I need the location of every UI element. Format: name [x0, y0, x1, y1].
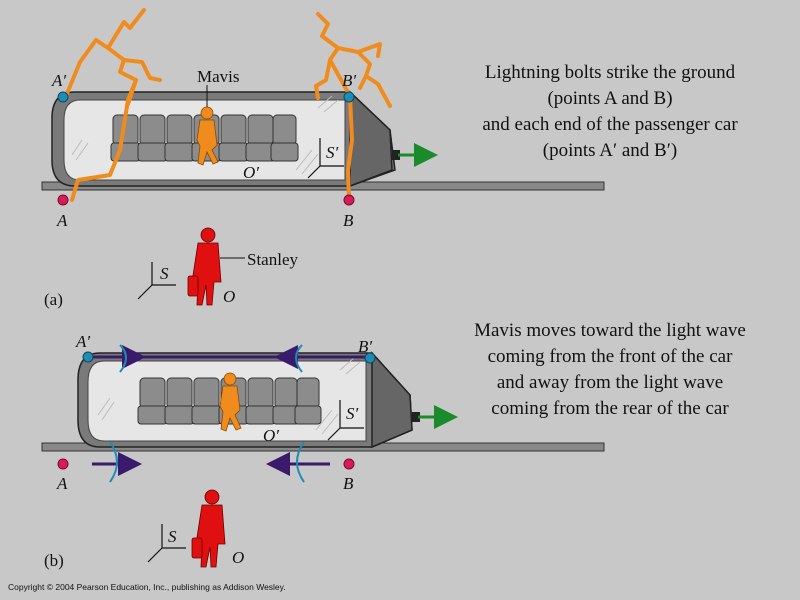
caption-a-line-1: Lightning bolts strike the ground [484, 62, 736, 83]
label-s-prime-a: S′ [326, 143, 339, 162]
label-o-b: O [232, 548, 244, 567]
label-a-b: A [56, 474, 68, 493]
point-b-prime-a [343, 91, 355, 103]
caption-a-line-3: and each end of the passenger car [482, 114, 738, 135]
label-o-a: O [223, 287, 235, 306]
wavefront-rear-ground [109, 441, 118, 483]
label-a-a: A [56, 211, 68, 230]
label-s-prime-b: S′ [346, 404, 359, 423]
caption-a: Lightning bolts strike the ground (point… [440, 60, 780, 164]
caption-b-line-3: and away from the light wave [496, 372, 724, 393]
label-a-prime-a: A′ [51, 71, 66, 90]
caption-b-line-4: coming from the rear of the car [491, 398, 729, 419]
panel-b: A′ B′ A B O′ S′ S O (b) [41, 332, 605, 570]
label-o-prime-b: O′ [263, 426, 279, 445]
wavefront-front-top [295, 344, 303, 373]
panel-a: A′ B′ A B Mavis O′ S′ Stanley S O (a) [41, 8, 605, 309]
point-b-prime-b [364, 352, 376, 364]
axes-s-a [137, 262, 176, 300]
mavis-figure-b [219, 372, 242, 432]
stanley-figure-b [191, 489, 226, 568]
label-b-prime-b: B′ [358, 337, 372, 356]
label-o-prime-a: O′ [243, 163, 259, 182]
wavefront-front-ground [296, 441, 305, 483]
copyright-notice: Copyright © 2004 Pearson Education, Inc.… [8, 582, 286, 592]
axes-s-prime-b [327, 400, 364, 441]
label-s-a: S [160, 264, 169, 283]
label-a-prime-b: A′ [75, 332, 90, 351]
caption-a-line-4: (points A′ and B′) [542, 140, 678, 161]
point-a-a [57, 194, 69, 206]
label-mavis: Mavis [197, 67, 240, 86]
stanley-figure-a [187, 227, 222, 306]
label-stanley: Stanley [247, 250, 298, 269]
point-b-a [343, 194, 355, 206]
caption-b-line-2: coming from the front of the car [487, 346, 733, 367]
caption-b-line-1: Mavis moves toward the light wave [474, 320, 746, 341]
label-b-b: B [343, 474, 354, 493]
wavefront-rear-top [119, 344, 127, 373]
caption-b: Mavis moves toward the light wave coming… [440, 318, 780, 422]
lightning-bolts-a [64, 8, 392, 202]
point-a-b [57, 458, 69, 470]
point-a-prime-b [82, 351, 94, 363]
point-a-prime-a [57, 91, 69, 103]
label-b-prime-a: B′ [342, 71, 356, 90]
panel-label-a: (a) [44, 290, 63, 309]
label-s-b: S [168, 527, 177, 546]
passenger-car-b [77, 351, 420, 449]
seats-b [137, 377, 322, 425]
caption-a-line-2: (points A and B) [547, 88, 673, 109]
axes-s-prime-a [307, 138, 344, 179]
label-b-a: B [343, 211, 354, 230]
panel-label-b: (b) [44, 551, 64, 570]
point-b-b [343, 458, 355, 470]
axes-s-b [147, 524, 186, 563]
